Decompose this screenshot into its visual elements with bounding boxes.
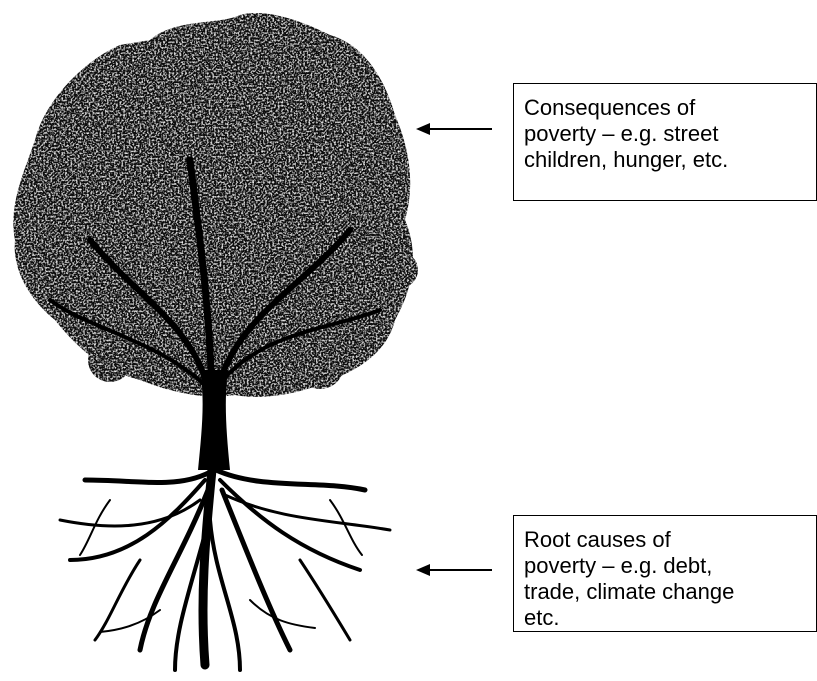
consequences-callout-box: Consequences of poverty – e.g. street ch… [513, 83, 817, 201]
arrow-to-roots [414, 561, 494, 579]
consequences-line-1: Consequences of [524, 95, 806, 121]
tree-canopy [13, 13, 418, 397]
root-causes-line-1: Root causes of [524, 527, 806, 553]
root-causes-line-2: poverty – e.g. debt, [524, 553, 806, 579]
tree-roots [60, 470, 390, 670]
consequences-line-3: children, hunger, etc. [524, 147, 806, 173]
root-causes-line-4: etc. [524, 605, 806, 631]
tree-trunk [198, 370, 230, 470]
root-causes-callout-box: Root causes of poverty – e.g. debt, trad… [513, 515, 817, 632]
root-causes-line-3: trade, climate change [524, 579, 806, 605]
arrow-to-canopy [414, 120, 494, 138]
consequences-line-2: poverty – e.g. street [524, 121, 806, 147]
